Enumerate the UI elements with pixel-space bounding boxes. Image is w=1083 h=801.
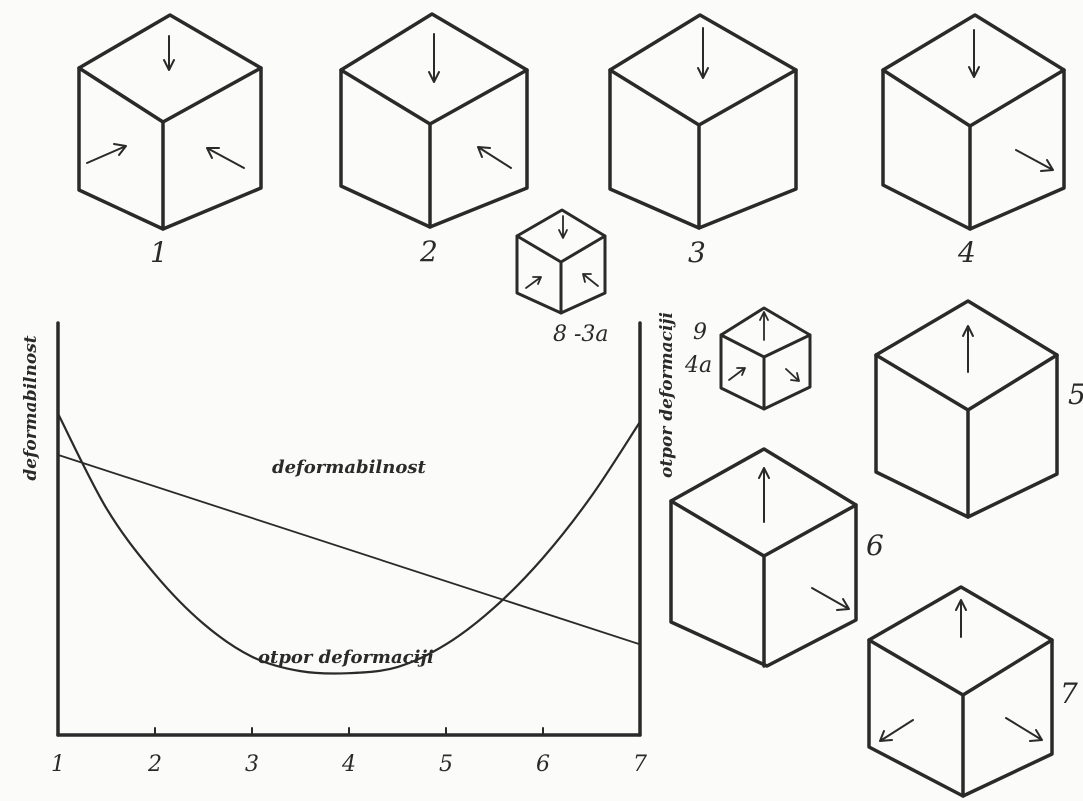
cube-9-label: 9 [693, 320, 707, 345]
x-tick-label: 4 [341, 752, 356, 777]
cube-2: 2 [339, 12, 529, 268]
x-tick-label: 1 [51, 752, 65, 777]
series-label-deformabilnost: deformabilnost [272, 457, 426, 478]
cube-4a-label: 4a [684, 353, 712, 378]
cube-6: 6 [669, 447, 884, 668]
cube-8-3a-label: 8 -3a [553, 322, 609, 347]
cube-2-label: 2 [419, 235, 438, 268]
x-ticks: 1 2 3 4 5 6 7 [51, 727, 647, 777]
x-tick-label: 7 [633, 752, 647, 777]
x-tick-label: 3 [245, 752, 259, 777]
cube-7-label: 7 [1060, 677, 1078, 710]
x-tick-label: 2 [147, 752, 162, 777]
series-line-otpor-deformaciji [56, 412, 642, 675]
cube-5: 5 [874, 299, 1083, 519]
cube-6-label: 6 [866, 529, 884, 562]
cube-5-label: 5 [1068, 378, 1083, 411]
x-tick-label: 5 [439, 752, 453, 777]
cube-7: 7 [867, 585, 1078, 798]
series-label-otpor-deformaciji: otpor deformaciji [258, 647, 434, 668]
cube-4: 4 [881, 13, 1066, 269]
deformation-chart: 1 2 3 4 5 6 7 deformabilnost otpor deformaciji… [21, 312, 677, 777]
cube-8-3a: 8 -3a [515, 208, 609, 347]
cube-9-4a: 9 4a [684, 306, 812, 411]
right-axis-title: otpor deformaciji [657, 312, 677, 478]
x-tick-label: 6 [536, 752, 550, 777]
series-layer [56, 412, 642, 675]
left-axis-title: deformabilnost [21, 335, 41, 480]
cube-4-label: 4 [957, 236, 976, 269]
cube-3: 3 [608, 13, 798, 269]
cube-1-label: 1 [150, 236, 168, 269]
series-line-deformabilnost [57, 453, 641, 646]
cube-1: 1 [77, 13, 263, 269]
cube-3-label: 3 [688, 236, 706, 269]
